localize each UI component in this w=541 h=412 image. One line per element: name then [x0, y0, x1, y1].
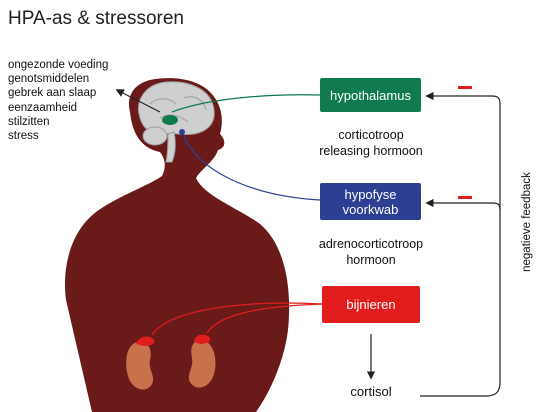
- stressor-item: eenzaamheid: [8, 101, 108, 115]
- pituitary-label-line2: voorkwab: [343, 202, 399, 217]
- minus-sign-pituitary: [458, 196, 472, 199]
- adrenal-label: bijnieren: [346, 297, 395, 312]
- pituitary-marker: [179, 129, 185, 135]
- feedback-loop-pituitary: [427, 203, 500, 210]
- acth-label: adrenocorticotroop hormoon: [292, 236, 450, 268]
- stressor-item: stress: [8, 129, 108, 143]
- hypothalamus-marker: [162, 115, 178, 125]
- stressor-item: gebrek aan slaap: [8, 86, 108, 100]
- page-title: HPA-as & stressoren: [8, 8, 184, 30]
- hypothalamus-box: hypothalamus: [320, 78, 421, 112]
- pituitary-box: hypofyse voorkwab: [320, 183, 421, 220]
- crh-label-line2: releasing hormoon: [292, 143, 450, 159]
- crh-label: corticotroop releasing hormoon: [292, 127, 450, 159]
- pituitary-label-line1: hypofyse: [344, 187, 396, 202]
- acth-label-line1: adrenocorticotroop: [292, 236, 450, 252]
- adrenal-box: bijnieren: [322, 286, 420, 323]
- crh-label-line1: corticotroop: [292, 127, 450, 143]
- stressor-item: ongezonde voeding: [8, 58, 108, 72]
- stressor-item: genotsmiddelen: [8, 72, 108, 86]
- acth-label-line2: hormoon: [292, 252, 450, 268]
- minus-sign-hypothalamus: [458, 86, 472, 89]
- cortisol-label: cortisol: [334, 384, 408, 400]
- feedback-label: negatieve feedback: [521, 172, 533, 272]
- hypothalamus-label: hypothalamus: [330, 88, 411, 103]
- stressor-item: stilzitten: [8, 115, 108, 129]
- stressor-list: ongezonde voeding genotsmiddelen gebrek …: [8, 58, 108, 143]
